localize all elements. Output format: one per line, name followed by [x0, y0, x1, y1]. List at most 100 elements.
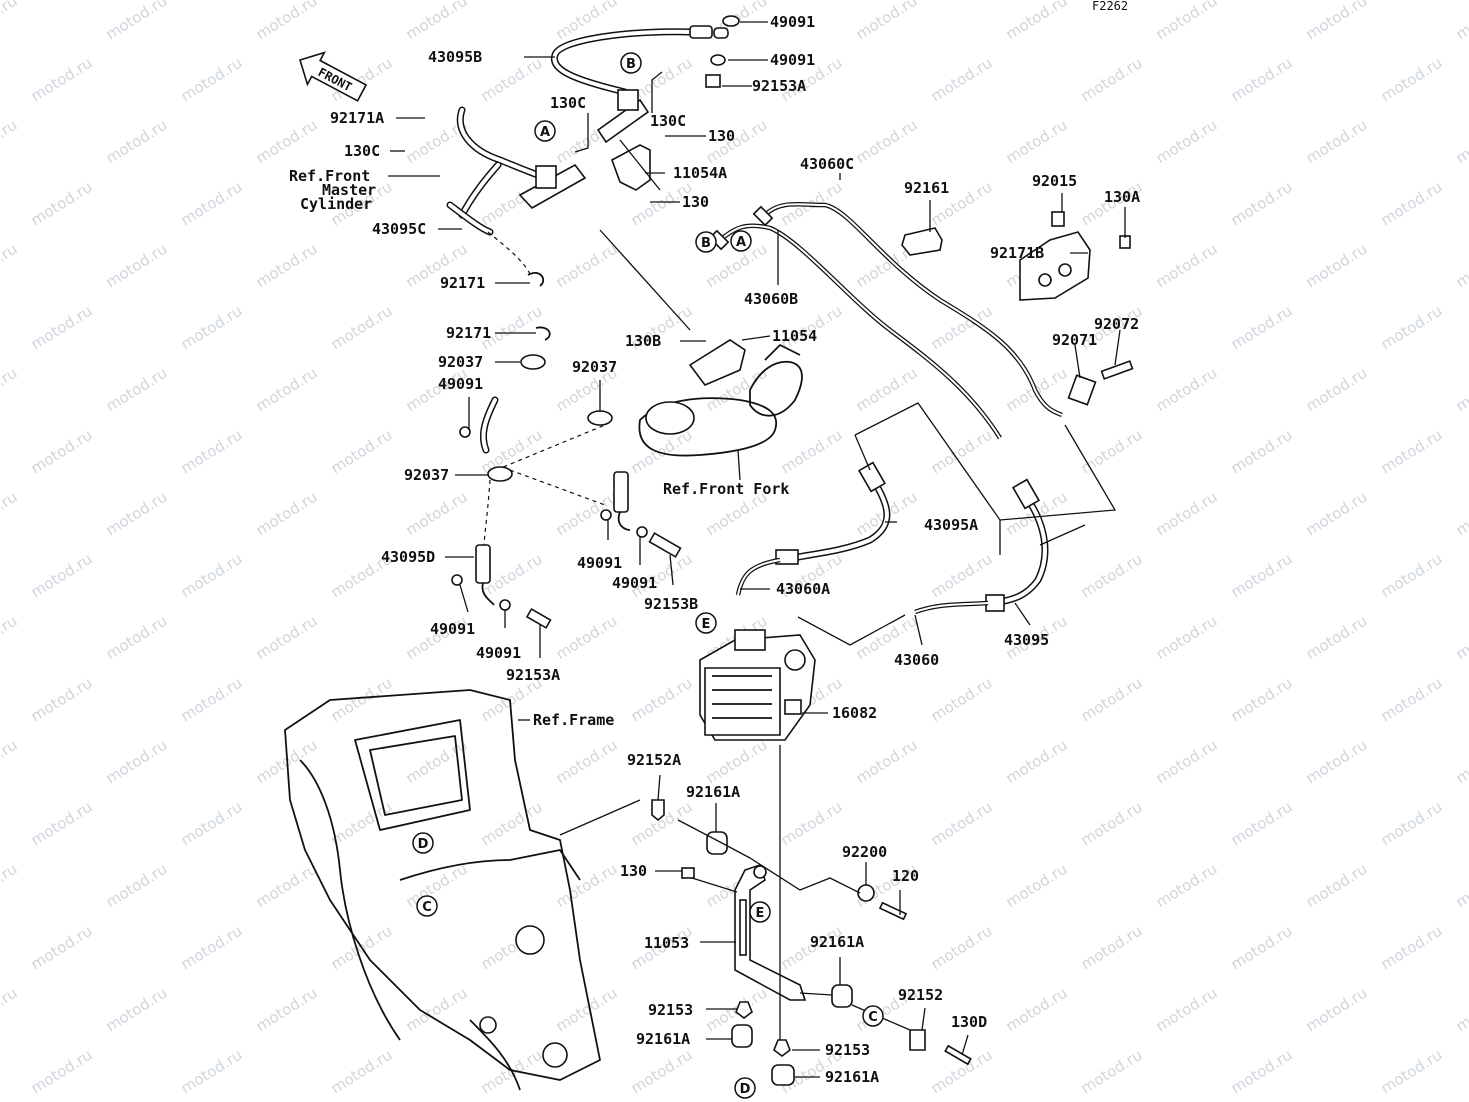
- watermark-text: motod.ru: [1228, 922, 1296, 974]
- watermark-text: motod.ru: [103, 612, 171, 664]
- part-label-92171A[interactable]: 92171A: [330, 109, 384, 127]
- part-label-43095C[interactable]: 43095C: [372, 220, 426, 238]
- clamp-92037-mid: [587, 410, 613, 426]
- part-label-92037[interactable]: 92037: [438, 353, 483, 371]
- watermark-text: motod.ru: [28, 302, 96, 354]
- part-label-130[interactable]: 130: [682, 193, 709, 211]
- part-label-49091[interactable]: 49091: [476, 644, 521, 662]
- part-label-43095[interactable]: 43095: [1004, 631, 1049, 649]
- watermark-text: motod.ru: [928, 798, 996, 850]
- part-label-92171B[interactable]: 92171B: [990, 244, 1044, 262]
- part-label-11054A[interactable]: 11054A: [673, 164, 727, 182]
- part-label-49091[interactable]: 49091: [438, 375, 483, 393]
- part-label-92037[interactable]: 92037: [572, 358, 617, 376]
- watermark-text: motod.ru: [1153, 116, 1221, 168]
- part-label-43095A[interactable]: 43095A: [924, 516, 978, 534]
- part-label-92153[interactable]: 92153: [648, 1001, 693, 1019]
- watermark-text: motod.ru: [1078, 798, 1146, 850]
- watermark-text: motod.ru: [928, 674, 996, 726]
- part-label-92152A[interactable]: 92152A: [627, 751, 681, 769]
- watermark-text: motod.ru: [1303, 240, 1371, 292]
- watermark-text: motod.ru: [103, 364, 171, 416]
- bracket-11053: [651, 745, 972, 1086]
- watermark-text: motod.ru: [1153, 984, 1221, 1036]
- part-label-92153A[interactable]: 92153A: [506, 666, 560, 684]
- part-label-92161A[interactable]: 92161A: [825, 1068, 879, 1086]
- watermark-text: motod.ru: [1003, 116, 1071, 168]
- watermark-text: motod.ru: [328, 1046, 396, 1098]
- part-label-130A[interactable]: 130A: [1104, 188, 1140, 206]
- part-label-16082[interactable]: 16082: [832, 704, 877, 722]
- watermark-text: motod.ru: [103, 0, 171, 43]
- part-label-130D[interactable]: 130D: [951, 1013, 987, 1031]
- part-label-92161[interactable]: 92161: [904, 179, 949, 197]
- part-label-43060[interactable]: 43060: [894, 651, 939, 669]
- part-label-49091[interactable]: 49091: [430, 620, 475, 638]
- watermark-text: motod.ru: [1078, 1046, 1146, 1098]
- part-label-43095B[interactable]: 43095B: [428, 48, 482, 66]
- part-label-49091[interactable]: 49091: [612, 574, 657, 592]
- part-label-92171[interactable]: 92171: [446, 324, 491, 342]
- watermark-text: motod.ru: [928, 426, 996, 478]
- part-label-130[interactable]: 130: [620, 862, 647, 880]
- clamp-92037-low: [487, 466, 513, 482]
- part-label-49091[interactable]: 49091: [770, 51, 815, 69]
- part-label-49091[interactable]: 49091: [577, 554, 622, 572]
- watermark-text: motod.ru: [178, 922, 246, 974]
- part-label-92171[interactable]: 92171: [440, 274, 485, 292]
- watermark-text: motod.ru: [1303, 984, 1371, 1036]
- part-label-43060A[interactable]: 43060A: [776, 580, 830, 598]
- part-92072-shape: [1100, 360, 1134, 380]
- watermark-text: motod.ru: [103, 240, 171, 292]
- watermark-text: motod.ru: [478, 798, 546, 850]
- watermark-text: motod.ru: [1153, 612, 1221, 664]
- part-label-92015[interactable]: 92015: [1032, 172, 1077, 190]
- watermark-text: motod.ru: [28, 798, 96, 850]
- part-label-92072[interactable]: 92072: [1094, 315, 1139, 333]
- part-label-92153A[interactable]: 92153A: [752, 77, 806, 95]
- part-label-92153B[interactable]: 92153B: [644, 595, 698, 613]
- watermark-text: motod.ru: [853, 116, 921, 168]
- watermark-text: motod.ru: [28, 426, 96, 478]
- watermark-text: motod.ru: [253, 364, 321, 416]
- hose-43095A: [735, 461, 891, 596]
- part-label-92037[interactable]: 92037: [404, 466, 449, 484]
- part-label-92071[interactable]: 92071: [1052, 331, 1097, 349]
- part-label-43060C[interactable]: 43060C: [800, 155, 854, 173]
- watermark-text: motod.ru: [1453, 364, 1469, 416]
- part-label-92152[interactable]: 92152: [898, 986, 943, 1004]
- callout-letter-b: B: [626, 57, 636, 72]
- part-label-92161A[interactable]: 92161A: [810, 933, 864, 951]
- callout-letter-c: C: [422, 900, 432, 915]
- part-label-92161A[interactable]: 92161A: [636, 1030, 690, 1048]
- callout-circle-e: [749, 901, 771, 923]
- watermark-text: motod.ru: [0, 488, 20, 540]
- part-label-11053[interactable]: 11053: [644, 934, 689, 952]
- part-label-130C[interactable]: 130C: [550, 94, 586, 112]
- part-label-120[interactable]: 120: [892, 867, 919, 885]
- watermark-text: motod.ru: [853, 0, 921, 43]
- part-label-130C[interactable]: 130C: [650, 112, 686, 130]
- ref-front-master-cylinder-line1: Ref.Front: [289, 167, 370, 185]
- callout-letter-d: D: [418, 837, 429, 852]
- part-label-43060B[interactable]: 43060B: [744, 290, 798, 308]
- part-label-11054[interactable]: 11054: [772, 327, 817, 345]
- part-label-92153[interactable]: 92153: [825, 1041, 870, 1059]
- part-label-92161A[interactable]: 92161A: [686, 783, 740, 801]
- watermark-text: motod.ru: [928, 550, 996, 602]
- part-label-43095D[interactable]: 43095D: [381, 548, 435, 566]
- watermark-text: motod.ru: [328, 798, 396, 850]
- watermark-text: motod.ru: [1453, 860, 1469, 912]
- watermark-text: motod.ru: [328, 302, 396, 354]
- watermark-text: motod.ru: [1078, 922, 1146, 974]
- part-label-92200[interactable]: 92200: [842, 843, 887, 861]
- callout-circle-c: [862, 1005, 884, 1027]
- watermark-text: motod.ru: [628, 1046, 696, 1098]
- watermark-text: motod.ru: [1453, 488, 1469, 540]
- watermark-text: motod.ru: [178, 1046, 246, 1098]
- part-label-130C[interactable]: 130C: [344, 142, 380, 160]
- part-label-49091[interactable]: 49091: [770, 13, 815, 31]
- watermark-text: motod.ru: [703, 736, 771, 788]
- part-label-130[interactable]: 130: [708, 127, 735, 145]
- part-label-130B[interactable]: 130B: [625, 332, 661, 350]
